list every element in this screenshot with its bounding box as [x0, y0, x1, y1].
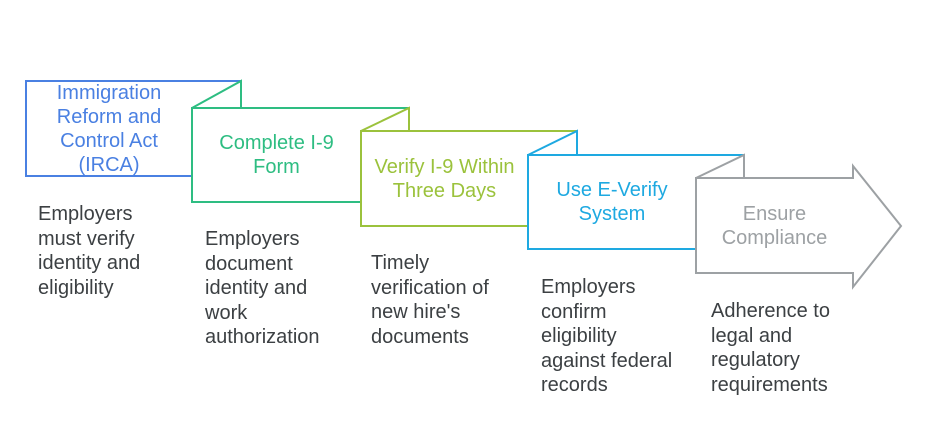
step-5-arrow: [695, 163, 903, 290]
